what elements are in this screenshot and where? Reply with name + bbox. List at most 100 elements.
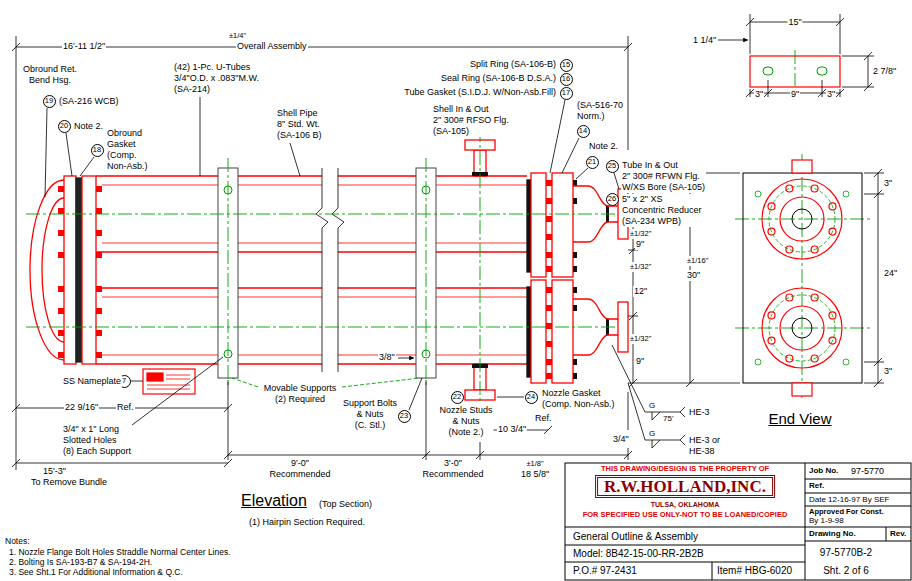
bend-housing (42, 198, 64, 342)
end-view-flange (792, 160, 812, 173)
part-note: SS Nameplate (62, 376, 122, 387)
callout-number: 15 (560, 59, 573, 72)
channel-bolt (546, 252, 552, 258)
part-note: Note 2. (588, 141, 619, 152)
bolt-circle (755, 191, 761, 197)
dimension: 15" (787, 17, 802, 28)
text-line: HE-3 or (689, 435, 720, 446)
text-line: Nozzle Studs (439, 405, 492, 416)
dimension-line (746, 14, 844, 54)
title-block-cell: 97-5770B-2 (819, 547, 873, 559)
text-line: (SA-105) (433, 126, 509, 137)
text-line: Non-Asb.) (107, 161, 148, 172)
dimension-line (12, 36, 632, 470)
dimension: 3" (883, 366, 893, 377)
callout-number: 14 (577, 125, 590, 138)
text-line: Shell In & Out (433, 104, 509, 115)
bolt-circle (843, 359, 849, 365)
text-line: 5" x 2" XS (622, 194, 702, 205)
end-view-outline (792, 318, 812, 338)
channel-flange (531, 280, 546, 383)
callout-text: 22 (453, 393, 461, 401)
view-subtitle: (Top Section) (318, 499, 373, 510)
text-line: (2) Required (264, 394, 337, 405)
weld-symbol-text: G (648, 401, 656, 411)
part-note: (SA-516-70 Norm.) (576, 100, 624, 122)
dimension-line (12, 14, 884, 470)
channel-flange (531, 173, 546, 277)
dimension-note: Recommended (421, 469, 484, 480)
view-note: (1) Hairpin Section Required. (248, 517, 366, 528)
title-block-text: FOR SPECIFIED USE ONLY-NOT TO BE LOANED/… (582, 510, 789, 520)
part-note: Tube In & Out 2" 300# RFWN Flg. W/XS Bor… (621, 160, 706, 193)
text-line: Tube In & Out (622, 160, 705, 171)
channel-bolt (546, 287, 552, 293)
dimension-line (864, 169, 884, 387)
title-block (565, 463, 911, 580)
text-line: (Comp. (107, 150, 148, 161)
dimension: 30" (686, 270, 701, 281)
channel-bolt (546, 373, 552, 379)
callout-number: 23 (398, 410, 411, 423)
title-block-text: THIS DRAWING/DESIGN IS THE PROPERTY OF (600, 464, 770, 474)
callout-number: 21 (586, 156, 599, 169)
tolerance: ±1/32" (629, 334, 652, 344)
part-note: 5" x 2" XS Concentric Reducer (SA-234 WP… (621, 194, 703, 227)
title-block (565, 463, 911, 580)
dimension-line (224, 380, 632, 460)
dimension: 9" (635, 239, 645, 250)
text-line: 3/4"O.D. x .083"M.W. (174, 73, 259, 84)
dimension: 24" (883, 268, 898, 279)
part-note: Movable Supports (2) Required (263, 383, 338, 405)
end-view-flange (780, 197, 824, 241)
title-block-cell: Job No. (808, 466, 839, 476)
title-block-cell: By 1-9-98 (808, 516, 845, 526)
dimension: 3" (826, 89, 836, 100)
note: 2. Bolting Is SA-193-B7 & SA-194-2H. (8, 557, 153, 568)
bend-bolt (58, 286, 64, 292)
part-note: Split Ring (SA-106-B) (469, 59, 557, 70)
dimension: 3" (883, 178, 893, 189)
center-line (26, 50, 870, 402)
title-block-cell: Sht. 2 of 6 (822, 565, 870, 577)
company-logo: R.W.HOLLAND,INC. (595, 475, 775, 498)
leader-line (45, 97, 619, 431)
callout-number: 17 (560, 87, 573, 100)
bend-bolt (58, 252, 64, 258)
callout-text: 7 (122, 377, 126, 385)
title-block-cell: Drawing No. (808, 529, 857, 539)
channel-bolt (573, 305, 577, 311)
weld-symbol (628, 383, 685, 448)
text-line: (8) Each Support (63, 446, 131, 457)
callout-text: 17 (562, 89, 570, 97)
end-view-flange (780, 306, 824, 350)
bend-bolt (96, 352, 102, 358)
dimension-note: Ref. (116, 402, 135, 413)
text-line: Norm.) (577, 111, 623, 122)
dimension: 2 7/8" (872, 66, 897, 77)
channel-bolt (546, 180, 552, 186)
text-line: Bend Hsg. (23, 75, 77, 86)
title-block-cell: Ref. (808, 481, 825, 491)
text-line: Obround (107, 128, 148, 139)
nameplate (147, 373, 163, 381)
text-line: Support Bolts (343, 398, 397, 409)
slotted-hole (763, 67, 827, 75)
end-view-flange (786, 246, 793, 253)
bend-bolt (96, 252, 102, 258)
title-block-cell: Date 12-16-97 By SEF (808, 495, 890, 505)
dimension-line (718, 40, 748, 41)
end-view-flange (786, 355, 793, 362)
title-block-cell: Model: 8B42-15-00-RR-2B2B (572, 548, 705, 560)
callout-text: 25 (608, 162, 616, 170)
weld-symbol (612, 345, 685, 448)
weld-symbol-text: HE-3 or HE-38 (688, 435, 721, 457)
slotted-hole (763, 67, 773, 75)
channel-bolt (546, 341, 552, 347)
weld-symbol-text: 3/4" (612, 434, 630, 445)
end-view-flange (762, 179, 842, 259)
end-view-outline (743, 173, 862, 383)
dimension: 3/8" (378, 352, 396, 363)
end-view-flange (786, 294, 793, 301)
